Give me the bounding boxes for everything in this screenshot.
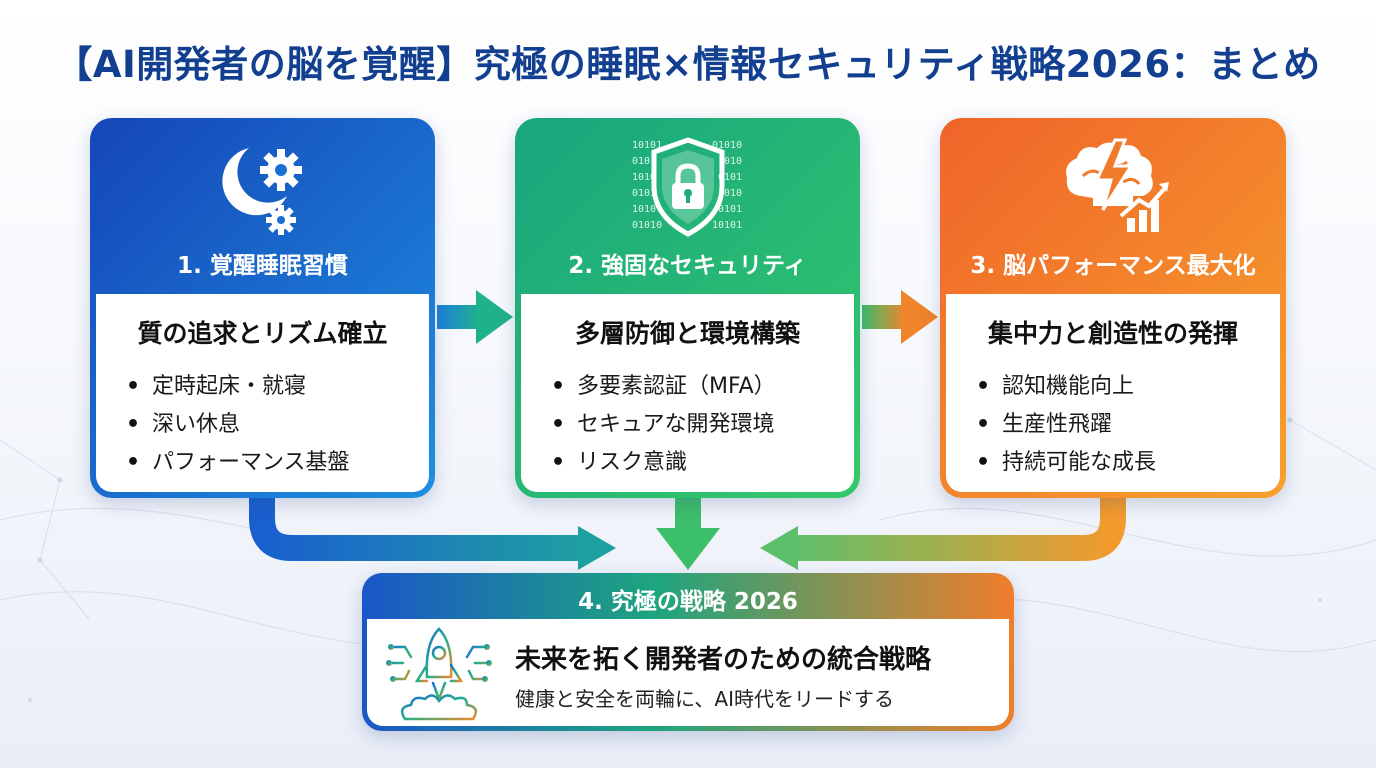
card-ultimate-strategy: 4. 究極の戦略 2026 未来を拓く開発者 — [362, 573, 1014, 731]
arrow-card2-to-card3 — [862, 290, 938, 344]
svg-text:1010: 1010 — [718, 156, 742, 167]
arrow-card1-to-final — [249, 498, 616, 570]
svg-text:0101: 0101 — [718, 204, 742, 215]
card-bullet-list: 多要素認証（MFA） セキュアな開発環境 リスク意識 — [521, 368, 854, 482]
svg-text:01010: 01010 — [712, 140, 742, 151]
bullet-item: 持続可能な成長 — [976, 444, 1280, 482]
svg-text:10101: 10101 — [712, 220, 742, 231]
svg-text:1010: 1010 — [632, 204, 656, 215]
bullet-item: 深い休息 — [126, 406, 429, 444]
moon-gears-icon — [221, 148, 302, 235]
card-heading: 質の追求とリズム確立 — [137, 319, 388, 348]
svg-text:1010: 1010 — [632, 172, 656, 183]
shield-lock-binary-icon: 10101 01010 0101 1010 1010 0101 0101 1010 10… — [632, 137, 742, 237]
bullet-item: セキュアな開発環境 — [551, 406, 854, 444]
bullet-item: 定時起床・就寝 — [126, 368, 429, 406]
rocket-launch-icon — [386, 627, 492, 721]
arrow-card3-to-final — [760, 498, 1126, 570]
arrow-card2-to-final — [656, 498, 720, 570]
card-bullet-list: 定時起床・就寝 深い休息 パフォーマンス基盤 — [96, 368, 429, 482]
svg-text:0101: 0101 — [718, 172, 742, 183]
card-security: 10101 01010 0101 1010 1010 0101 0101 1010 10… — [515, 118, 860, 498]
bullet-item: 認知機能向上 — [976, 368, 1280, 406]
svg-text:01010: 01010 — [632, 220, 662, 231]
arrow-card1-to-card2 — [437, 290, 513, 344]
card-heading: 集中力と創造性の発揮 — [987, 319, 1238, 348]
page-title: 【AI開発者の脳を覚醒】究極の睡眠×情報セキュリティ戦略2026：まとめ — [55, 43, 1321, 86]
card-brain-performance: 3. 脳パフォーマンス最大化 集中力と創造性の発揮 認知機能向上 生産性飛躍 持… — [940, 118, 1286, 498]
svg-text:0101: 0101 — [632, 156, 656, 167]
final-subtitle: 健康と安全を両輪に、AI時代をリードする — [515, 687, 894, 711]
brain-lightning-growth-icon — [1066, 138, 1169, 232]
svg-text:10101: 10101 — [632, 140, 662, 151]
bullet-item: 生産性飛躍 — [976, 406, 1280, 444]
bullet-item: パフォーマンス基盤 — [126, 444, 429, 482]
card-heading: 多層防御と環境構築 — [574, 319, 800, 348]
svg-text:1010: 1010 — [718, 188, 742, 199]
card-step-label: 4. 究極の戦略 2026 — [578, 589, 798, 615]
bullet-item: リスク意識 — [551, 444, 854, 482]
final-heading: 未来を拓く開発者のための統合戦略 — [515, 645, 932, 675]
card-sleep-habits: 1. 覚醒睡眠習慣 質の追求とリズム確立 定時起床・就寝 深い休息 パフォーマン… — [90, 118, 435, 498]
card-bullet-list: 認知機能向上 生産性飛躍 持続可能な成長 — [946, 368, 1280, 482]
card-step-label: 3. 脳パフォーマンス最大化 — [970, 253, 1256, 279]
card-step-label: 1. 覚醒睡眠習慣 — [177, 253, 348, 279]
svg-text:0101: 0101 — [632, 188, 656, 199]
card-step-label: 2. 強固なセキュリティ — [568, 253, 807, 279]
bullet-item: 多要素認証（MFA） — [551, 368, 854, 406]
